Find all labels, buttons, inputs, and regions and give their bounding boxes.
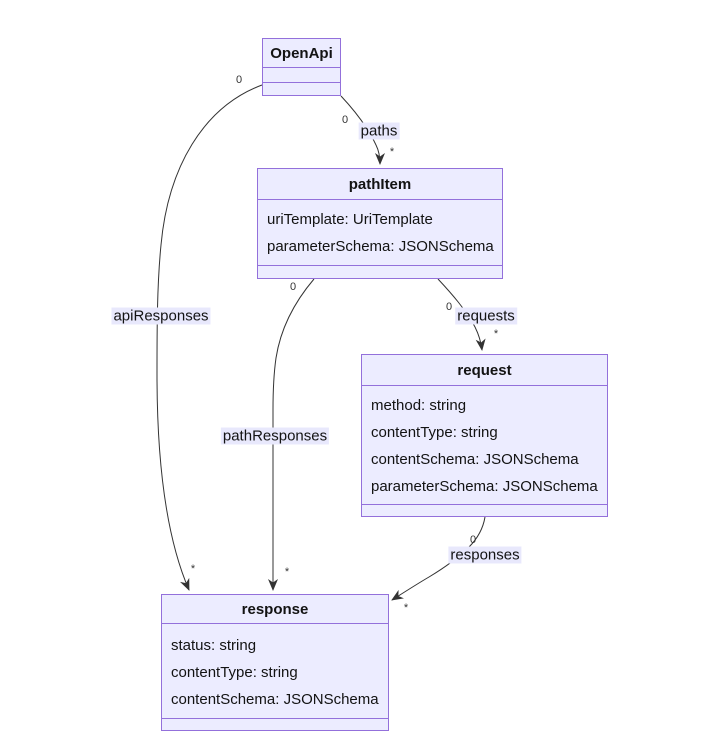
class-node-request: request method: string contentType: stri…: [361, 354, 608, 517]
attribute-row: contentSchema: JSONSchema: [371, 451, 579, 468]
edge-label-paths: paths: [358, 122, 400, 140]
attribute-row: status: string: [171, 637, 257, 654]
class-methods: [263, 83, 340, 95]
class-node-response: response status: string contentType: str…: [161, 594, 389, 731]
edge-label-apiresponses: apiResponses: [111, 307, 211, 325]
class-title: response: [162, 595, 388, 624]
attribute-row: method: string: [371, 397, 467, 414]
cardinality-requests-target: *: [493, 328, 499, 340]
cardinality-responses-target: *: [403, 602, 409, 614]
attribute-row: contentType: string: [171, 664, 298, 681]
attribute-row: uriTemplate: UriTemplate: [267, 211, 433, 228]
edge-label-responses: responses: [448, 546, 522, 564]
class-title: request: [362, 355, 607, 386]
cardinality-paths-source: 0: [341, 114, 349, 126]
class-methods: [362, 505, 607, 516]
cardinality-requests-source: 0: [445, 301, 453, 313]
class-methods: [258, 266, 502, 278]
class-attributes: status: string contentType: string conte…: [162, 624, 388, 719]
edge-apiresponses: [156, 84, 263, 591]
cardinality-pathresponses-target: *: [284, 566, 290, 578]
class-node-pathitem: pathItem uriTemplate: UriTemplate parame…: [257, 168, 503, 279]
edge-label-pathresponses: pathResponses: [220, 427, 330, 445]
class-methods: [162, 719, 388, 730]
cardinality-apiresponses-target: *: [190, 563, 196, 575]
class-attributes: method: string contentType: string conte…: [362, 386, 607, 505]
class-title: OpenApi: [263, 39, 340, 68]
cardinality-pathresponses-source: 0: [289, 281, 297, 293]
attribute-row: contentSchema: JSONSchema: [171, 691, 379, 708]
class-node-openapi: OpenApi: [262, 38, 341, 96]
attribute-row: parameterSchema: JSONSchema: [371, 478, 598, 495]
class-attributes: uriTemplate: UriTemplate parameterSchema…: [258, 200, 502, 266]
class-attributes: [263, 68, 340, 83]
cardinality-apiresponses-source: 0: [235, 74, 243, 86]
edge-label-requests: requests: [455, 307, 517, 325]
attribute-row: parameterSchema: JSONSchema: [267, 238, 494, 255]
attribute-row: contentType: string: [371, 424, 498, 441]
class-title: pathItem: [258, 169, 502, 200]
cardinality-responses-source: 0: [469, 534, 477, 546]
cardinality-paths-target: *: [389, 146, 395, 158]
